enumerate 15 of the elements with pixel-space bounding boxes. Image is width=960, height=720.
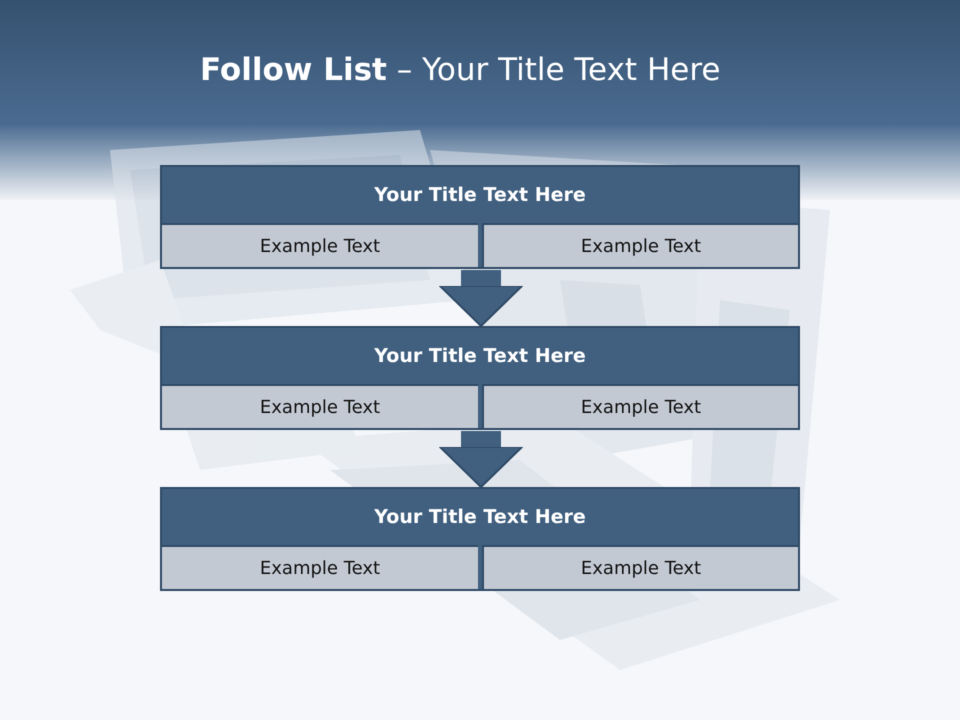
table-block [160,326,800,430]
table-block [160,165,800,269]
table-cell: Example Text [162,545,478,589]
table-cell: Example Text [482,545,798,589]
table-cell: Example Text [162,223,478,267]
slide-title: Follow List – Your Title Text Here [200,52,720,88]
block-title: Your Title Text Here [373,344,587,369]
table-block [160,487,800,591]
table-cell: Example Text [162,384,478,428]
table-cell: Example Text [482,223,798,267]
block-title: Your Title Text Here [373,183,587,208]
table-cell: Example Text [482,384,798,428]
block-arrow [439,431,523,488]
block-title: Your Title Text Here [373,505,587,530]
block-arrow [439,270,523,327]
